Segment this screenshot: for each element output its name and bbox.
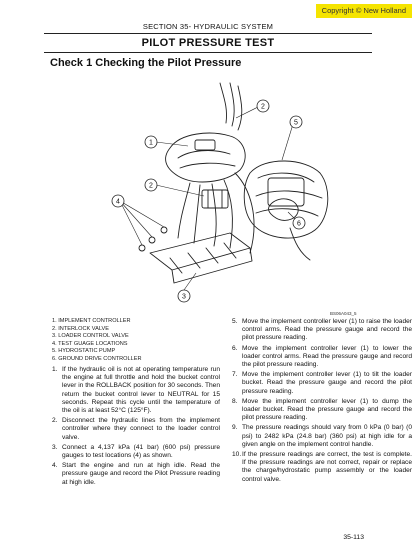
step-item: 4.Start the engine and run at high idle.… bbox=[52, 462, 220, 486]
detail-line bbox=[257, 172, 315, 183]
detail-line bbox=[179, 162, 236, 169]
page-title: PILOT PRESSURE TEST bbox=[141, 37, 275, 49]
callout-circle bbox=[292, 216, 306, 230]
detail-line bbox=[205, 247, 219, 264]
step-item: 3.Connect a 4,137 kPa (41 bar) (600 psi)… bbox=[52, 443, 220, 460]
leader-line bbox=[119, 200, 143, 246]
step-item: 8.Move the implement controller lever (1… bbox=[232, 397, 412, 422]
step-item: 2.Disconnect the hydraulic lines from th… bbox=[52, 417, 220, 441]
callout-label: 5 bbox=[294, 120, 298, 127]
interlock-valve-shape bbox=[201, 189, 229, 209]
detail-line bbox=[169, 257, 183, 274]
ground-drive-controller-shape bbox=[268, 198, 299, 221]
step-item: 7.Move the implement controller lever (1… bbox=[232, 371, 412, 395]
hose-line bbox=[193, 184, 201, 244]
test-gauge-port bbox=[160, 226, 168, 234]
hose-line bbox=[234, 172, 255, 254]
detail-rect bbox=[194, 139, 216, 151]
hose-line bbox=[219, 82, 227, 124]
detail-line bbox=[187, 252, 201, 269]
hydraulic-figure: 1 2 2 3 4 5 6 bbox=[111, 82, 329, 303]
loader-control-valve-side bbox=[171, 247, 253, 284]
leader-line bbox=[119, 200, 153, 238]
step-item: 9.The pressure readings should vary from… bbox=[232, 424, 412, 448]
callout-circle bbox=[144, 135, 158, 149]
detail-line bbox=[255, 208, 319, 217]
section-header: SECTION 35- HYDRAULIC SYSTEM bbox=[142, 22, 274, 31]
legend-item: 4. TEST GUAGE LOCATIONS bbox=[52, 340, 128, 347]
leader-line bbox=[119, 200, 165, 228]
leader-line bbox=[155, 184, 205, 197]
steps-right: 5.Move the implement controller lever (1… bbox=[232, 318, 412, 486]
title-rule bbox=[44, 52, 372, 53]
hose-line bbox=[223, 179, 233, 249]
detail-line bbox=[255, 190, 323, 199]
leader-line bbox=[155, 141, 189, 147]
callout-circle bbox=[289, 115, 303, 129]
step-item: 6.Move the implement controller lever (1… bbox=[232, 344, 412, 369]
check-title: Check 1 Checking the Pilot Pressure bbox=[50, 57, 242, 69]
legend-item: 5. HYDROSTATIC PUMP bbox=[52, 348, 116, 355]
implement-controller-shape bbox=[165, 132, 246, 183]
callout-label: 3 bbox=[182, 294, 186, 301]
legend-item: 2. INTERLOCK VALVE bbox=[52, 325, 110, 332]
figure-code: BS06A043_5 bbox=[330, 311, 357, 316]
legend-list: 1. IMPLEMENT CONTROLLER 2. INTERLOCK VAL… bbox=[52, 318, 232, 364]
copyright-badge: Copyright © New Holland bbox=[315, 4, 412, 18]
loader-control-valve-shape bbox=[149, 232, 251, 271]
test-gauge-port bbox=[148, 236, 156, 244]
detail-line bbox=[223, 242, 237, 259]
legend-item: 1. IMPLEMENT CONTROLLER bbox=[52, 318, 131, 324]
callout-label: 2 bbox=[261, 104, 265, 111]
hydrostatic-pump-shape bbox=[243, 160, 329, 239]
leader-line bbox=[183, 272, 197, 291]
callout-label: 2 bbox=[149, 183, 153, 190]
page-number: 35-113 bbox=[343, 534, 364, 541]
legend-item: 6. GROUND DRIVE CONTROLLER bbox=[52, 355, 142, 362]
step-item: 5.Move the implement controller lever (1… bbox=[232, 318, 412, 342]
header-rule bbox=[44, 33, 372, 34]
callout-label: 4 bbox=[116, 199, 120, 206]
detail-line bbox=[177, 150, 231, 159]
test-gauge-port bbox=[138, 244, 146, 252]
callout-label: 1 bbox=[149, 140, 153, 147]
callout-label: 6 bbox=[297, 221, 301, 228]
legend-item: 3. LOADER CONTROL VALVE bbox=[52, 333, 129, 340]
detail-rect bbox=[267, 177, 305, 207]
leader-line bbox=[235, 106, 259, 119]
hose-line bbox=[237, 85, 243, 131]
callout-circle bbox=[177, 289, 191, 303]
steps-left: 1.If the hydraulic oil is not at operati… bbox=[52, 366, 220, 489]
callout-circle bbox=[256, 99, 270, 113]
step-item: 1.If the hydraulic oil is not at operati… bbox=[52, 366, 220, 415]
hose-line bbox=[177, 182, 191, 239]
hose-line bbox=[229, 82, 235, 127]
step-item: 10.If the pressure readings are correct,… bbox=[232, 451, 412, 483]
callout-circle bbox=[144, 178, 158, 192]
leader-line bbox=[281, 123, 294, 161]
hose-line bbox=[289, 227, 311, 261]
callout-circle bbox=[111, 194, 125, 208]
